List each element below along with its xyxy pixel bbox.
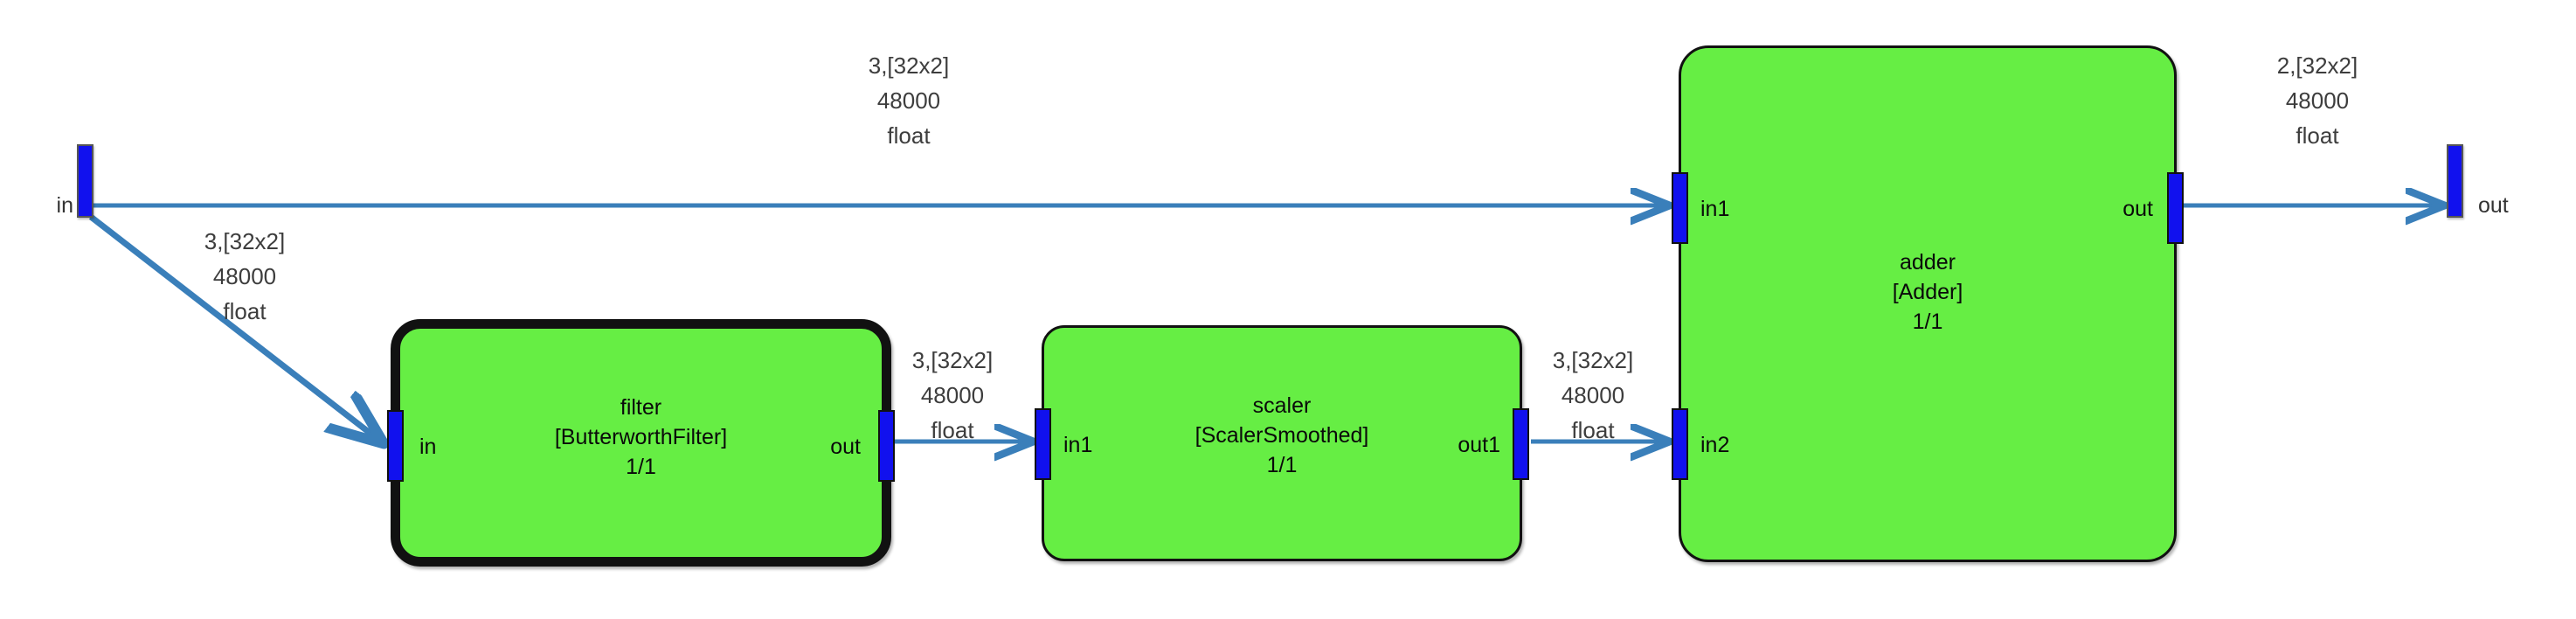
block-filter-name: filter xyxy=(620,395,662,420)
block-adder-port-out-label: out xyxy=(2122,197,2153,221)
graph-output-port[interactable] xyxy=(2447,144,2463,218)
block-scaler-ratio: 1/1 xyxy=(1266,453,1298,477)
block-adder-type: [Adder] xyxy=(1892,280,1963,304)
block-filter[interactable]: in out filter [ButterworthFilter] 1/1 xyxy=(387,319,895,567)
edge-label-line3: float xyxy=(2296,122,2339,149)
block-adder-name: adder xyxy=(1900,250,1956,275)
edge-label-line3: float xyxy=(887,122,931,149)
edge-label-in-to-adder-in1: 3,[32x2] 48000 float xyxy=(769,48,1049,153)
block-scaler-port-in1[interactable] xyxy=(1035,408,1051,480)
block-scaler-port-out1[interactable] xyxy=(1513,408,1529,480)
block-adder-port-in2[interactable] xyxy=(1672,408,1688,480)
block-filter-ratio: 1/1 xyxy=(626,455,656,479)
edge-label-line1: 3,[32x2] xyxy=(1552,347,1634,373)
edge-label-scaler-out1-to-adder-in2: 3,[32x2] 48000 float xyxy=(1501,343,1685,448)
block-adder-port-out[interactable] xyxy=(2167,172,2184,244)
edge-label-line1: 3,[32x2] xyxy=(868,52,950,79)
block-filter-type: [ButterworthFilter] xyxy=(554,425,728,449)
block-scaler-name: scaler xyxy=(1252,393,1312,418)
edge-label-line1: 3,[32x2] xyxy=(204,228,286,254)
block-scaler[interactable]: in1 out1 scaler [ScalerSmoothed] 1/1 xyxy=(1035,325,1529,561)
graph-input-label: in xyxy=(56,193,73,218)
block-filter-port-in[interactable] xyxy=(387,410,404,482)
edge-label-line2: 48000 xyxy=(2285,87,2350,114)
block-adder-ratio: 1/1 xyxy=(1912,310,1943,334)
graph-input-port[interactable] xyxy=(77,144,93,218)
block-filter-port-in-label: in xyxy=(419,435,437,459)
edge-label-line2: 48000 xyxy=(1561,382,1625,408)
edge-label-line2: 48000 xyxy=(876,87,941,114)
edge-label-line1: 3,[32x2] xyxy=(911,347,994,373)
block-adder-port-in1-label: in1 xyxy=(1700,197,1730,221)
block-filter-port-out-label: out xyxy=(830,435,861,459)
block-adder[interactable]: in1 in2 out adder [Adder] 1/1 xyxy=(1672,45,2184,562)
edge-label-in-to-filter-in: 3,[32x2] 48000 float xyxy=(105,224,384,329)
edge-label-adder-out-to-out: 2,[32x2] 48000 float xyxy=(2178,48,2457,153)
block-scaler-type: [ScalerSmoothed] xyxy=(1195,423,1369,448)
edge-label-filter-out-to-scaler-in1: 3,[32x2] 48000 float xyxy=(861,343,1044,448)
edge-label-line1: 2,[32x2] xyxy=(2276,52,2358,79)
edge-label-line2: 48000 xyxy=(920,382,985,408)
block-scaler-port-in1-label: in1 xyxy=(1063,433,1093,457)
block-scaler-port-out1-label: out1 xyxy=(1458,433,1500,457)
edge-label-line2: 48000 xyxy=(212,263,277,289)
block-adder-port-in2-label: in2 xyxy=(1700,433,1730,457)
block-adder-port-in1[interactable] xyxy=(1672,172,1688,244)
edge-label-line3: float xyxy=(931,417,974,443)
edge-label-line3: float xyxy=(1571,417,1615,443)
edge-label-line3: float xyxy=(223,298,267,324)
block-filter-port-out[interactable] xyxy=(878,410,895,482)
graph-output-label: out xyxy=(2478,193,2509,218)
